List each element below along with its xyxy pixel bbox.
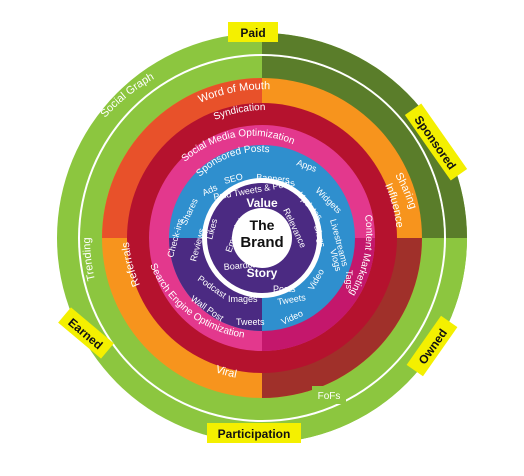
- tag-participation: Participation: [207, 423, 301, 443]
- label-images: Images: [228, 294, 258, 304]
- label-tweets-inner: Tweets: [277, 292, 307, 307]
- brand-title-line1: The: [250, 217, 275, 233]
- label-fofs: FoFs: [318, 391, 341, 402]
- story-label: Story: [247, 266, 278, 280]
- label-banners: Banners: [256, 172, 291, 185]
- svg-text:Paid: Paid: [240, 26, 265, 40]
- brand-title-line2: Brand: [240, 234, 283, 251]
- tag-paid: Paid: [228, 22, 278, 42]
- label-boardcast: Boardcast: [223, 258, 265, 272]
- label-posts: Posts: [273, 284, 296, 294]
- label-seo-inner: SEO: [223, 171, 244, 186]
- fofs-chip: [312, 386, 346, 404]
- label-tags: Tags: [344, 270, 354, 290]
- brand-center: [232, 208, 292, 268]
- svg-text:Participation: Participation: [218, 427, 291, 441]
- label-tweets-outer: Tweets: [236, 317, 265, 327]
- ring-label-viral: Viral: [214, 363, 238, 380]
- value-label: Value: [246, 196, 278, 210]
